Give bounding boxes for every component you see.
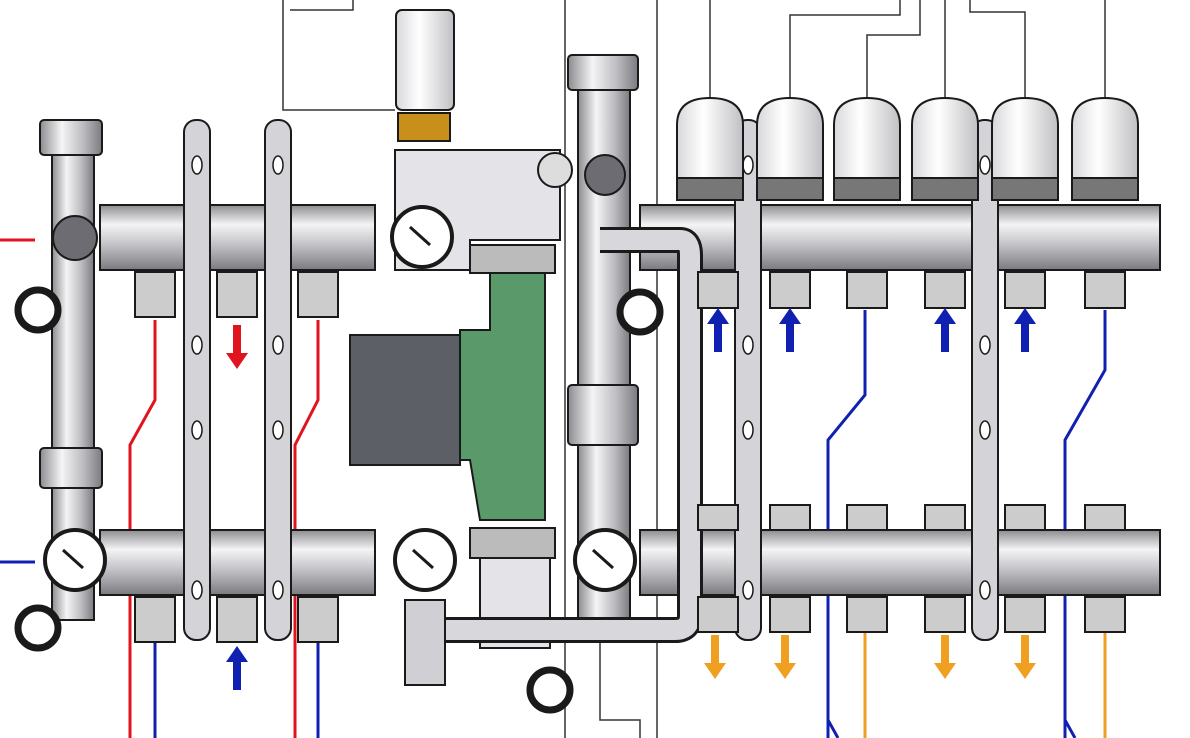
actuator-base [991,177,1059,201]
bottom-left-fitting [404,599,446,686]
right-return-manifold [639,529,1161,596]
bypass-u-pipe-fill [420,230,700,640]
outlet-fitting [216,596,258,643]
mounting-bracket [183,119,211,641]
flow-arrow-up [707,308,729,352]
flow-arrow-down [704,635,726,679]
bracket-slot [191,580,203,600]
mounting-bracket [264,119,292,641]
flow-arrow-down [934,635,956,679]
outlet-fitting [1004,271,1046,309]
left-return-manifold [99,529,376,596]
flow-meter [924,504,966,531]
actuator-base [756,177,824,201]
flow-meter [769,504,811,531]
outlet-fitting [1084,596,1126,633]
bracket-slot [272,155,284,175]
bracket-slot [979,420,991,440]
bracket-slot [979,335,991,355]
flow-arrow-down [1014,635,1036,679]
outlet-fitting [846,596,888,633]
flow-arrow-down [226,325,248,369]
thermostatic-head [395,9,455,111]
outlet-fitting [1004,596,1046,633]
flow-arrow-up [1014,308,1036,352]
outlet-fitting [297,596,339,643]
outlet-fitting [924,271,966,309]
actuator-base [1071,177,1139,201]
actuator-base [676,177,744,201]
bracket-slot [272,580,284,600]
thermal-actuator [676,96,744,196]
outlet-fitting [134,271,176,318]
pump-union-top [469,244,556,274]
bracket-slot [191,335,203,355]
flow-arrow-up [934,308,956,352]
outlet-fitting [924,596,966,633]
thermal-actuator [756,96,824,196]
bracket-slot [272,420,284,440]
left-supply-manifold [99,204,376,271]
bracket-slot [742,420,754,440]
pump-motor [349,334,461,466]
brass-ring [397,112,451,142]
pump-union-bottom [469,527,556,559]
thermal-actuator [833,96,901,196]
bracket-slot [191,155,203,175]
shutoff-valve-top [52,215,98,261]
gauge-needle [591,548,615,570]
bracket-slot [742,335,754,355]
outlet-fitting [697,271,739,309]
flow-arrow-up [226,646,248,690]
bracket-slot [191,420,203,440]
thermal-actuator [911,96,979,196]
air-vent-top-right [567,54,639,91]
outlet-fitting [297,271,339,318]
air-vent-bottom-left [39,447,103,489]
outlet-fitting [216,271,258,318]
drain-valve-handwheel [14,604,62,652]
right-supply-manifold [639,204,1161,271]
flow-meter [1004,504,1046,531]
mounting-bracket [971,119,999,641]
air-vent-mid-right [567,384,639,446]
flow-arrow-up [779,308,801,352]
flow-meter [697,504,739,531]
bracket-slot [979,580,991,600]
bracket-slot [272,335,284,355]
mounting-bracket [734,119,762,641]
bracket-slot [979,155,991,175]
air-vent-top-left [39,119,103,156]
drain-valve-handwheel [526,666,574,714]
flow-meter [846,504,888,531]
outlet-fitting [134,596,176,643]
adjust-dial [537,152,573,188]
pump-volute [459,269,546,521]
outlet-fitting [769,271,811,309]
outlet-fitting [1084,271,1126,309]
flow-meter [1084,504,1126,531]
valve-knob [584,154,626,196]
thermal-actuator [1071,96,1139,196]
gauge-needle [411,548,435,570]
right-vertical-pipe [577,59,631,621]
gauge-needle [61,548,85,570]
outlet-fitting [769,596,811,633]
bracket-slot [742,580,754,600]
drain-valve-handwheel [14,286,62,334]
thermal-actuator [991,96,1059,196]
actuator-base [833,177,901,201]
flow-arrow-down [774,635,796,679]
drain-valve-handwheel [616,288,664,336]
outlet-fitting [697,596,739,633]
control-wires [282,0,1106,738]
actuator-base [911,177,979,201]
bracket-slot [742,155,754,175]
outlet-fitting [846,271,888,309]
gauge-needle [408,225,432,247]
